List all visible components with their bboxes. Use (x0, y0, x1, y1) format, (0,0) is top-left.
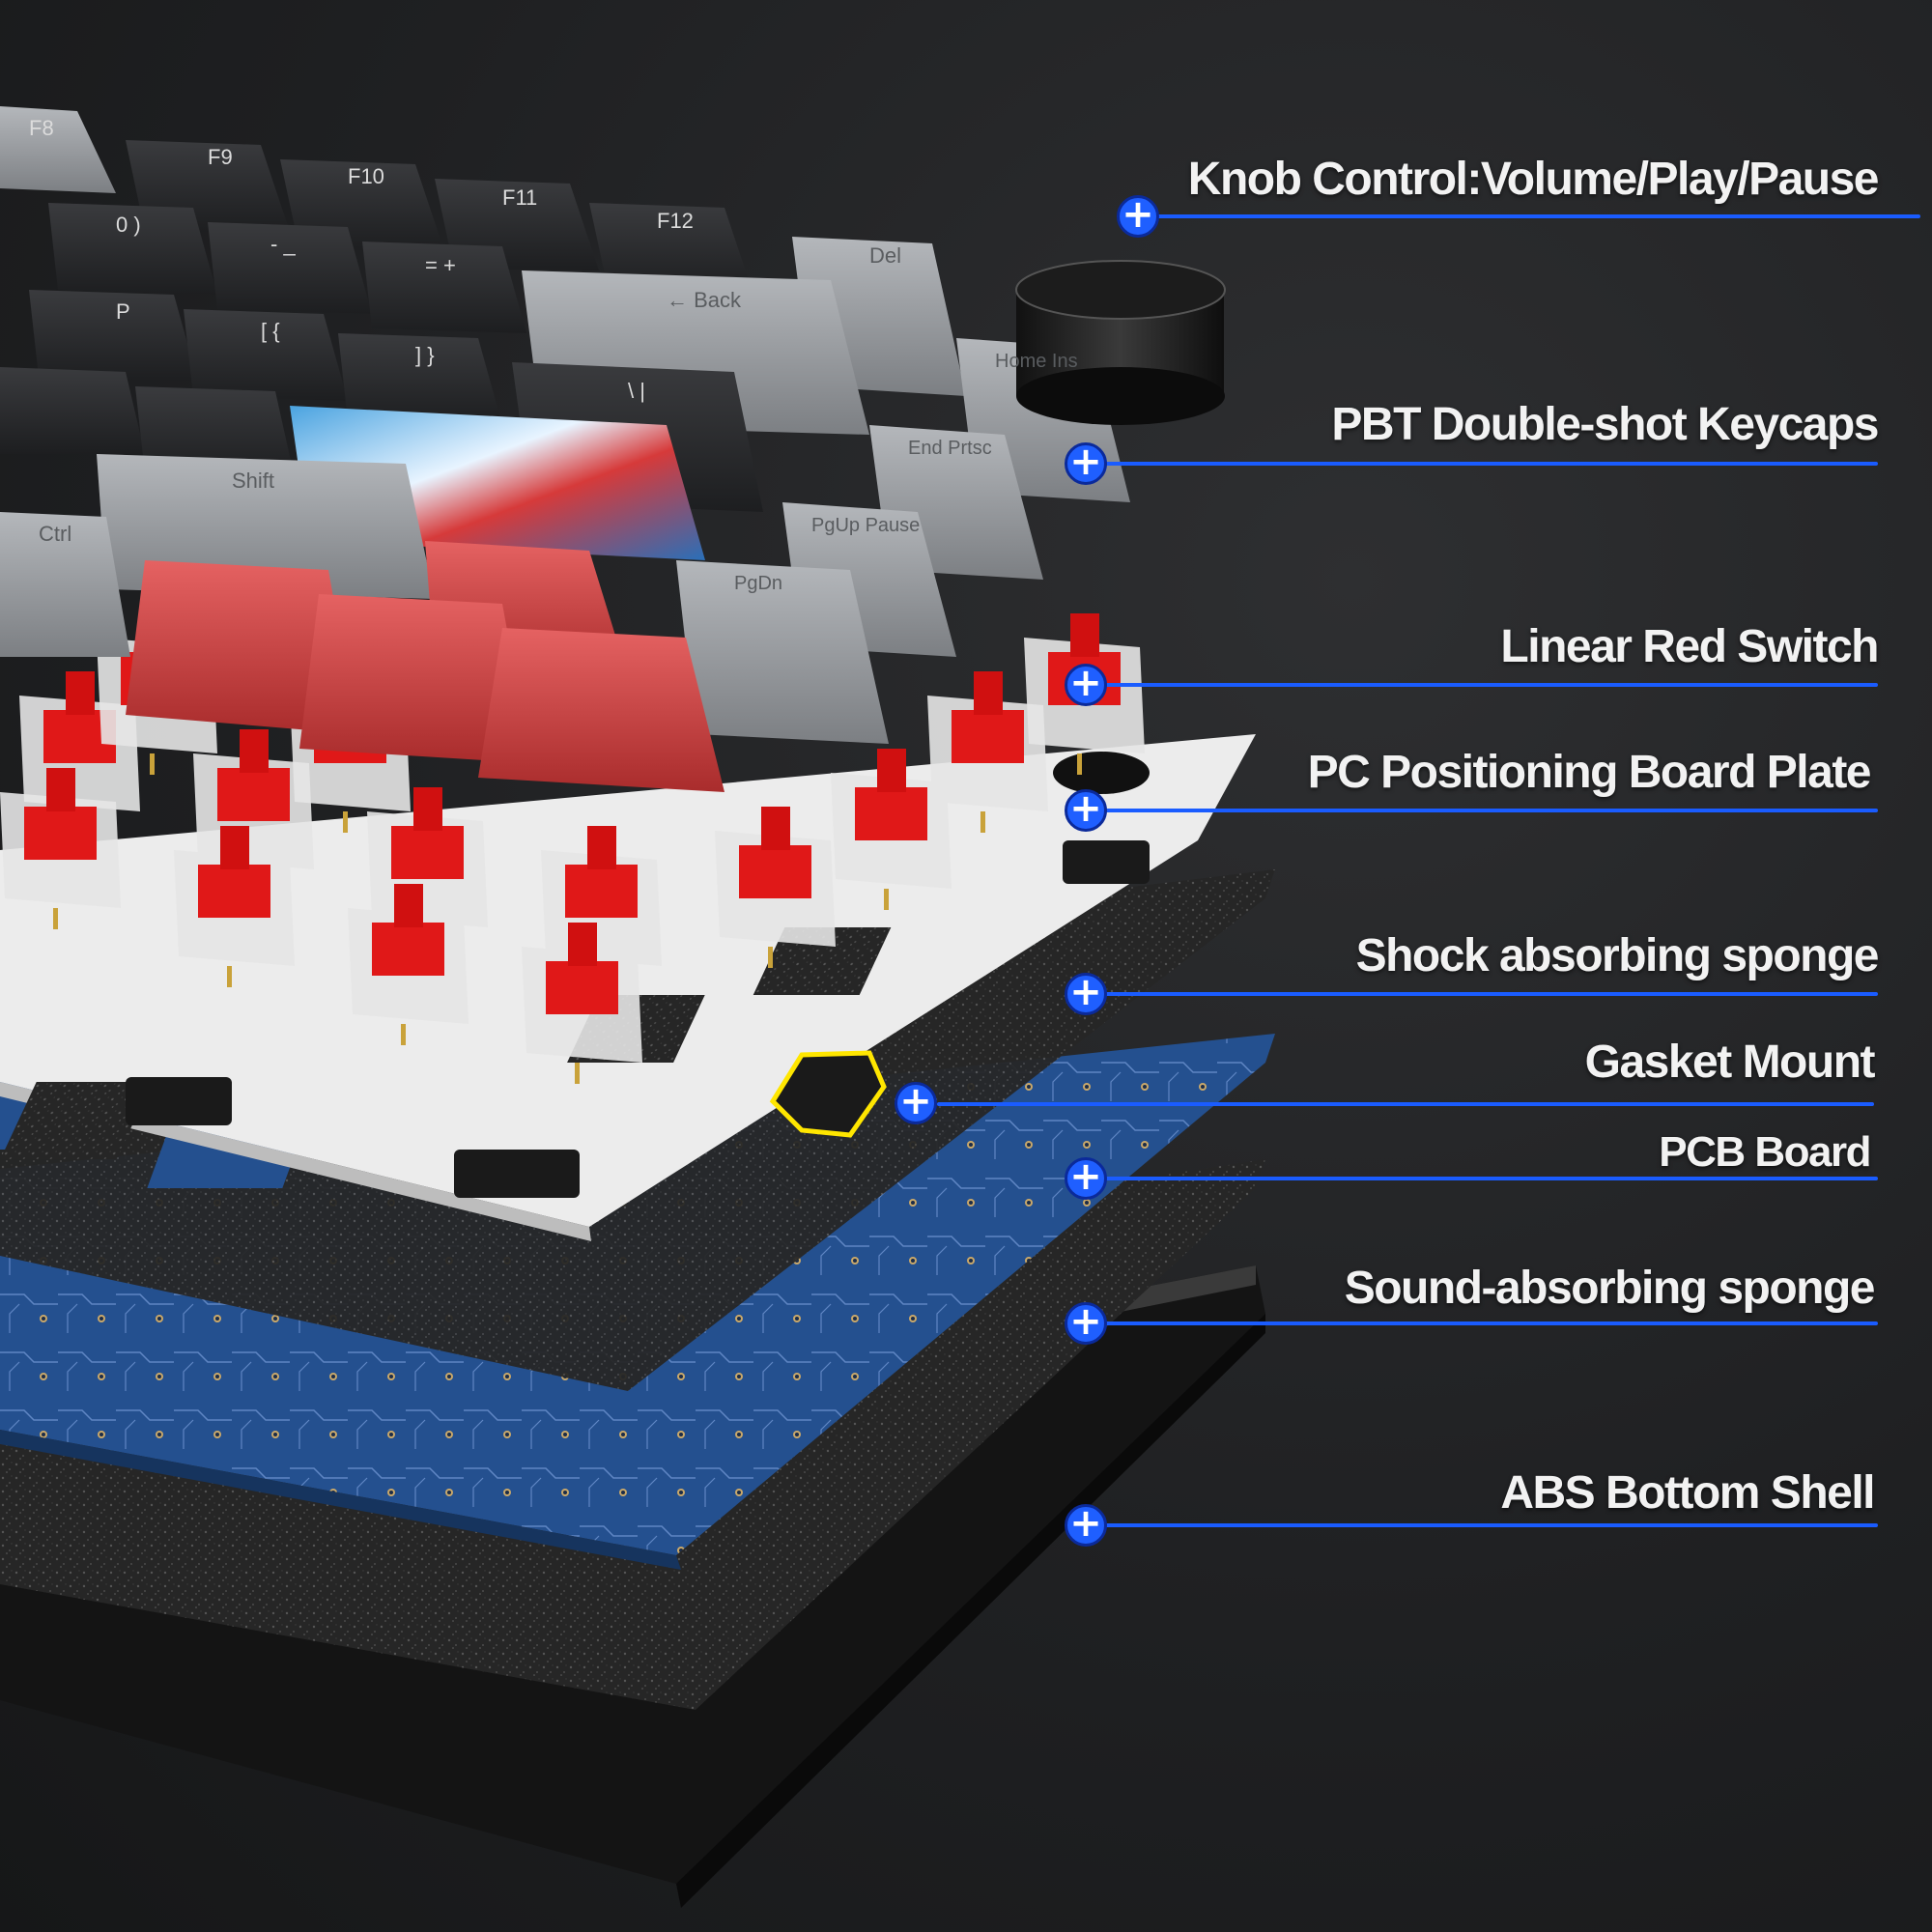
legend-bracket-right: ] } (415, 343, 435, 367)
plus-circle-icon[interactable]: + (1117, 195, 1159, 238)
callout-line-sound-sponge (1087, 1321, 1878, 1325)
plus-circle-icon[interactable]: + (1065, 973, 1107, 1015)
plus-circle-icon[interactable]: + (1065, 664, 1107, 706)
legend-minus: - _ (270, 232, 296, 256)
volume-knob (1015, 260, 1226, 425)
legend-equals: = + (425, 253, 456, 277)
callout-label-plate: PC Positioning Board Plate (1307, 747, 1872, 798)
legend-0: 0 ) (116, 213, 141, 237)
callout-label-pcb: PCB Board (1659, 1128, 1871, 1176)
callout-line-gasket (937, 1102, 1874, 1106)
plus-circle-icon[interactable]: + (1065, 1157, 1107, 1200)
legend-del: Del (869, 243, 901, 268)
legend-pgdn: PgDn (734, 573, 782, 594)
plus-circle-icon[interactable]: + (1065, 442, 1107, 485)
red-switch (715, 807, 836, 968)
red-switch (174, 826, 295, 987)
callout-label-gasket: Gasket Mount (1584, 1037, 1876, 1088)
legend-f12: F12 (657, 209, 694, 233)
callout-label-knob: Knob Control:Volume/Play/Pause (1187, 154, 1880, 205)
legend-f10: F10 (348, 164, 384, 188)
legend-end: End Prtsc (908, 438, 992, 459)
callout-line-shell (1087, 1523, 1878, 1527)
legend-home: Home Ins (995, 351, 1078, 372)
plus-circle-icon[interactable]: + (1065, 1302, 1107, 1345)
red-switch (0, 768, 121, 929)
callout-label-keycaps: PBT Double-shot Keycaps (1331, 399, 1879, 450)
callout-line-keycaps (1087, 462, 1878, 466)
legend-f9: F9 (208, 145, 233, 169)
callout-line-switch (1087, 683, 1878, 687)
plus-circle-icon[interactable]: + (1065, 789, 1107, 832)
callout-line-plate (1087, 809, 1878, 812)
callout-label-switch: Linear Red Switch (1500, 621, 1879, 672)
red-switch (831, 749, 952, 910)
legend-pgup: PgUp Pause (811, 515, 920, 536)
legend-back: ← Back (667, 288, 742, 312)
keycap-legends: F8 F9 F10 F11 F12 Del 0 ) - _ = + ← Back… (29, 116, 1078, 594)
red-switch (522, 923, 642, 1084)
gasket-highlight (769, 1050, 887, 1138)
legend-f11: F11 (502, 185, 537, 210)
legend-ctrl: Ctrl (39, 522, 71, 546)
plus-circle-icon[interactable]: + (1065, 1504, 1107, 1547)
legend-shift: Shift (232, 469, 274, 493)
legend-p: P (116, 299, 130, 324)
callout-line-pcb (1087, 1177, 1878, 1180)
callout-line-knob (1140, 214, 1920, 218)
red-switch (348, 884, 469, 1045)
callout-line-shock-sponge (1087, 992, 1878, 996)
callout-label-shock-sponge: Shock absorbing sponge (1355, 930, 1880, 981)
callout-label-sound-sponge: Sound-absorbing sponge (1344, 1263, 1876, 1314)
plus-circle-icon[interactable]: + (895, 1082, 937, 1124)
legend-backslash: \ | (628, 379, 645, 403)
legend-f8: F8 (29, 116, 54, 140)
legend-bracket-left: [ { (261, 319, 280, 343)
red-switch (927, 671, 1048, 833)
callout-label-shell: ABS Bottom Shell (1500, 1467, 1875, 1519)
gasket-mounts (126, 840, 1150, 1198)
